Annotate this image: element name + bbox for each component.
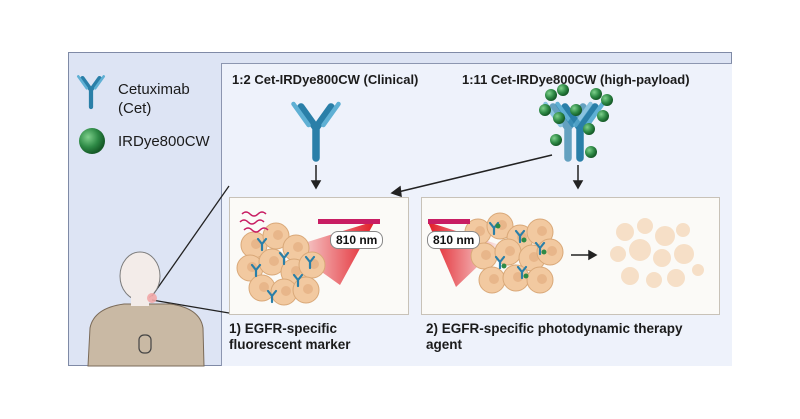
flow-arrows xyxy=(310,154,598,261)
dead-tumor-cells xyxy=(610,218,704,288)
antibody-legend-label: Cetuximab (Cet) xyxy=(118,81,190,117)
left-wavelength-badge: 810 nm xyxy=(330,231,384,249)
dye-legend-label: IRDye800CW xyxy=(118,133,210,150)
high-payload-conjugate-title: 1:11 Cet-IRDye800CW (high-payload) xyxy=(462,72,690,87)
clinical-antibody xyxy=(294,104,339,158)
fluorescent-marker-caption: 1) EGFR-specific fluorescent marker xyxy=(229,321,351,352)
tumor-fluorescence xyxy=(236,211,380,306)
clinical-conjugate-title: 1:2 Cet-IRDye800CW (Clinical) xyxy=(232,72,419,87)
antibody-icon xyxy=(78,76,104,107)
pdt-agent-caption: 2) EGFR-specific photodynamic therapy ag… xyxy=(426,321,683,352)
patient-figure xyxy=(87,185,230,367)
right-wavelength-badge: 810 nm xyxy=(427,231,481,249)
dye-sphere-icon xyxy=(79,128,105,154)
high-payload-antibody xyxy=(539,84,613,158)
tumor-pdt xyxy=(428,212,564,294)
